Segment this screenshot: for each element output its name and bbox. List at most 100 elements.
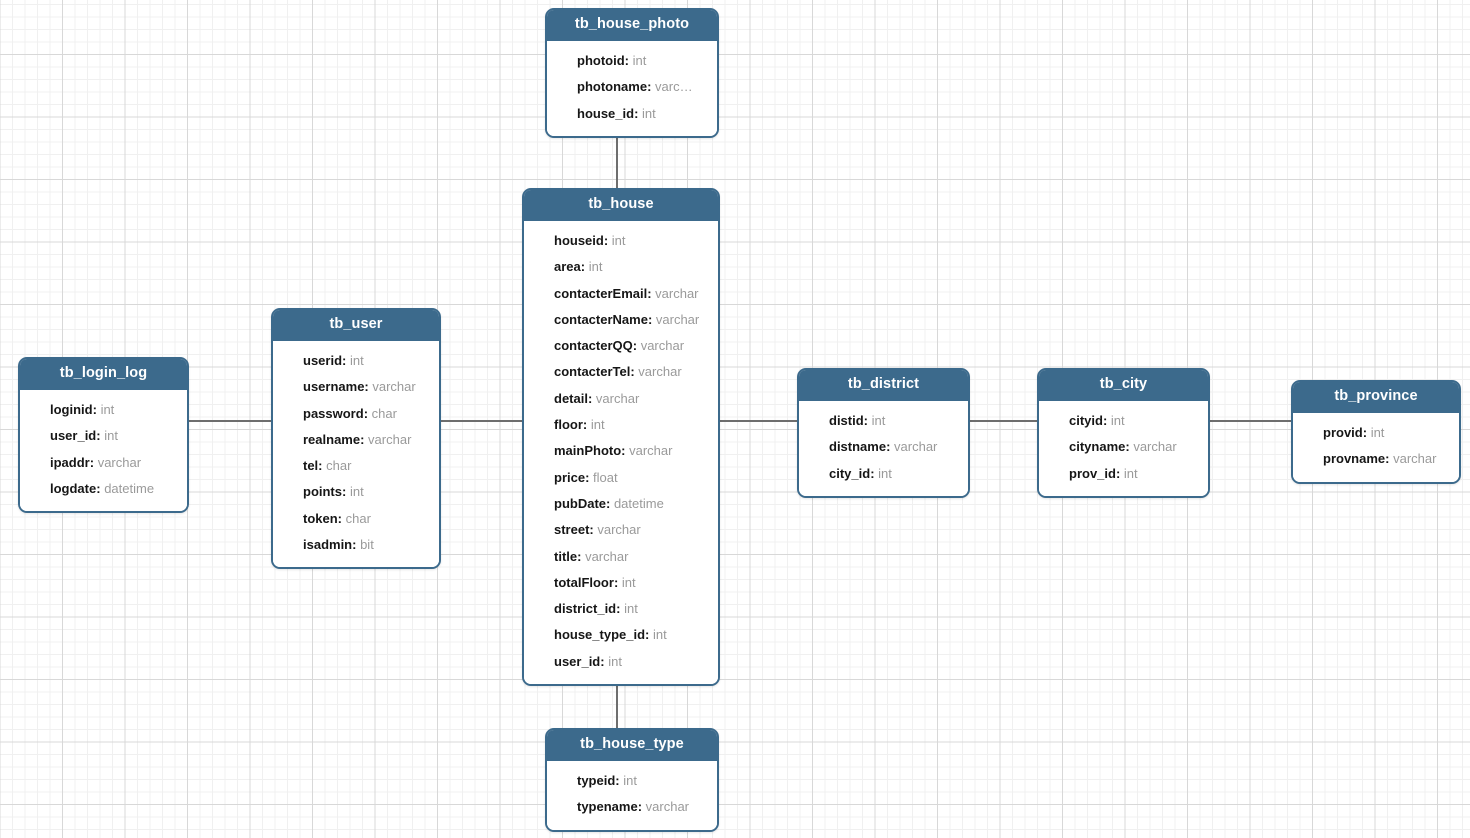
field-row[interactable]: contacterQQ: varchar bbox=[524, 333, 718, 359]
field-type: datetime bbox=[104, 480, 155, 496]
field-type: varc… bbox=[655, 79, 693, 95]
connector-district-to-city[interactable] bbox=[969, 420, 1039, 422]
field-row[interactable]: prov_id: int bbox=[1039, 461, 1208, 487]
field-separator: : bbox=[1125, 439, 1134, 455]
field-row[interactable]: userid: int bbox=[273, 348, 439, 374]
field-row[interactable]: user_id: int bbox=[20, 423, 187, 449]
field-type: int bbox=[621, 574, 636, 590]
field-type: int bbox=[100, 401, 115, 417]
field-row[interactable]: photoname: varc… bbox=[547, 74, 717, 100]
field-name: mainPhoto bbox=[554, 443, 622, 459]
field-row[interactable]: ipaddr: varchar bbox=[20, 450, 187, 476]
field-name: contacterName bbox=[554, 311, 648, 327]
field-row[interactable]: price: float bbox=[524, 465, 718, 491]
connector-login_log-to-user[interactable] bbox=[188, 420, 273, 422]
field-row[interactable]: provname: varchar bbox=[1293, 446, 1459, 472]
field-row[interactable]: contacterEmail: varchar bbox=[524, 281, 718, 307]
field-type: int bbox=[632, 52, 647, 68]
field-separator: : bbox=[615, 772, 624, 788]
field-separator: : bbox=[364, 379, 373, 395]
field-separator: : bbox=[606, 495, 614, 511]
field-row[interactable]: area: int bbox=[524, 254, 718, 280]
field-row[interactable]: logdate: datetime bbox=[20, 476, 187, 502]
field-row[interactable]: totalFloor: int bbox=[524, 570, 718, 596]
field-row[interactable]: city_id: int bbox=[799, 461, 968, 487]
field-type: varchar bbox=[597, 522, 641, 538]
connector-house-to-house_type[interactable] bbox=[616, 664, 618, 729]
entity-title-tb_province: tb_province bbox=[1293, 382, 1459, 413]
field-row[interactable]: houseid: int bbox=[524, 228, 718, 254]
entity-title-tb_city: tb_city bbox=[1039, 370, 1208, 401]
field-row[interactable]: cityid: int bbox=[1039, 408, 1208, 434]
field-separator: : bbox=[632, 338, 641, 354]
field-name: provid bbox=[1323, 424, 1363, 440]
field-row[interactable]: distname: varchar bbox=[799, 434, 968, 460]
field-type: varchar bbox=[1393, 451, 1437, 467]
field-row[interactable]: house_type_id: int bbox=[524, 622, 718, 648]
field-separator: : bbox=[587, 390, 596, 406]
field-row[interactable]: loginid: int bbox=[20, 397, 187, 423]
field-row[interactable]: mainPhoto: varchar bbox=[524, 438, 718, 464]
field-type: varchar bbox=[372, 379, 416, 395]
field-name: logdate bbox=[50, 480, 97, 496]
field-separator: : bbox=[337, 510, 346, 526]
field-row[interactable]: password: char bbox=[273, 401, 439, 427]
connector-house_photo-to-house[interactable] bbox=[616, 130, 618, 189]
field-row[interactable]: title: varchar bbox=[524, 544, 718, 570]
field-separator: : bbox=[96, 480, 105, 496]
field-type: int bbox=[1370, 424, 1385, 440]
entity-title-tb_house: tb_house bbox=[524, 190, 718, 221]
field-row[interactable]: pubDate: datetime bbox=[524, 491, 718, 517]
field-name: user_id bbox=[554, 653, 601, 669]
field-separator: : bbox=[360, 431, 369, 447]
field-name: house_id bbox=[577, 105, 635, 121]
field-row[interactable]: isadmin: bit bbox=[273, 532, 439, 558]
field-type: int bbox=[588, 259, 603, 275]
field-row[interactable]: typename: varchar bbox=[547, 794, 717, 820]
field-type: int bbox=[349, 484, 364, 500]
field-row[interactable]: typeid: int bbox=[547, 768, 717, 794]
field-type: int bbox=[624, 601, 638, 617]
field-type: char bbox=[371, 405, 397, 421]
field-separator: : bbox=[1362, 424, 1371, 440]
field-name: token bbox=[303, 510, 338, 526]
field-row[interactable]: house_id: int bbox=[547, 101, 717, 127]
connector-city-to-province[interactable] bbox=[1209, 420, 1293, 422]
field-separator: : bbox=[647, 311, 656, 327]
field-name: password bbox=[303, 405, 364, 421]
connector-house-to-district[interactable] bbox=[719, 420, 799, 422]
field-row[interactable]: username: varchar bbox=[273, 374, 439, 400]
field-name: loginid bbox=[50, 401, 93, 417]
connector-user-to-house[interactable] bbox=[440, 420, 524, 422]
field-row[interactable]: district_id: int bbox=[524, 596, 718, 622]
field-name: userid bbox=[303, 352, 343, 368]
field-row[interactable]: tel: char bbox=[273, 453, 439, 479]
field-row[interactable]: realname: varchar bbox=[273, 427, 439, 453]
field-row[interactable]: detail: varchar bbox=[524, 386, 718, 412]
field-row[interactable]: photoid: int bbox=[547, 48, 717, 74]
field-row[interactable]: cityname: varchar bbox=[1039, 434, 1208, 460]
field-row[interactable]: street: varchar bbox=[524, 517, 718, 543]
field-type: int bbox=[652, 627, 667, 643]
field-name: district_id bbox=[554, 601, 617, 617]
field-row[interactable]: points: int bbox=[273, 479, 439, 505]
field-row[interactable]: contacterName: varchar bbox=[524, 307, 718, 333]
field-name: typeid bbox=[577, 772, 616, 788]
field-row[interactable]: user_id: int bbox=[524, 649, 718, 675]
field-row[interactable]: floor: int bbox=[524, 412, 718, 438]
field-row[interactable]: provid: int bbox=[1293, 420, 1459, 446]
field-row[interactable]: contacterTel: varchar bbox=[524, 359, 718, 385]
field-type: varchar bbox=[645, 799, 690, 815]
field-row[interactable]: token: char bbox=[273, 506, 439, 532]
field-row[interactable]: distid: int bbox=[799, 408, 968, 434]
field-type: varchar bbox=[368, 431, 412, 447]
